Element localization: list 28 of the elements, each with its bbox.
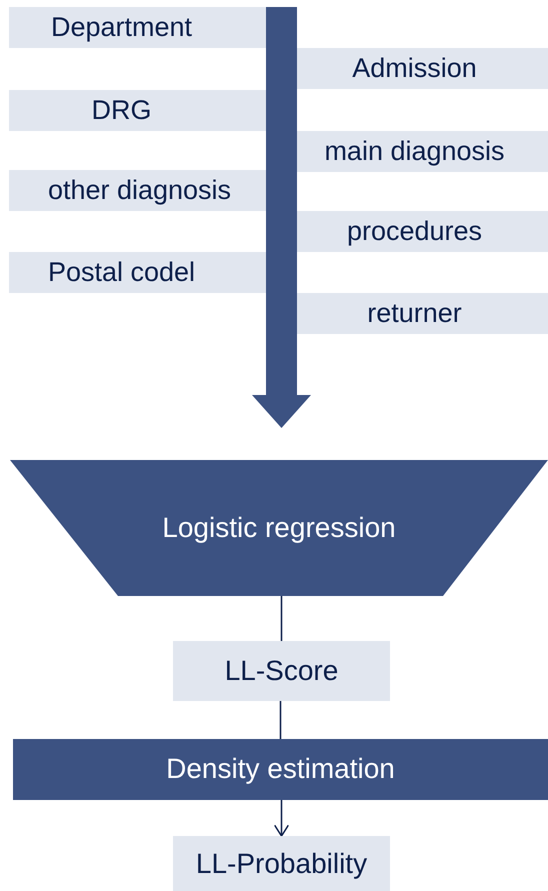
node-label: procedures (346, 216, 482, 248)
process-box (297, 48, 548, 89)
process-box (297, 211, 548, 252)
node-label: LL-Score (224, 654, 338, 688)
process-box (9, 170, 266, 211)
node-label: DRG (92, 94, 152, 126)
process-box (9, 252, 266, 293)
node-label: Postal codel (48, 256, 196, 288)
node-label: returner (367, 298, 462, 330)
process-box (13, 739, 548, 800)
connector-line (280, 596, 282, 641)
flow-arrow (252, 7, 311, 428)
node-label: Admission (352, 52, 477, 84)
process-box (9, 7, 266, 48)
process-box (173, 836, 390, 891)
node-label: LL-Probability (196, 848, 368, 880)
connector-line (280, 701, 282, 739)
process-box (297, 293, 548, 334)
node-label: Density estimation (166, 753, 395, 786)
node-label: other diagnosis (48, 174, 232, 206)
connector-line (274, 800, 290, 837)
trapezoid-shape (10, 460, 548, 596)
node-label: main diagnosis (324, 136, 505, 168)
process-box (297, 131, 548, 172)
process-box (9, 90, 266, 131)
node-label: Department (50, 12, 192, 44)
node-label: Logistic regression (162, 512, 396, 544)
process-box (173, 641, 390, 701)
